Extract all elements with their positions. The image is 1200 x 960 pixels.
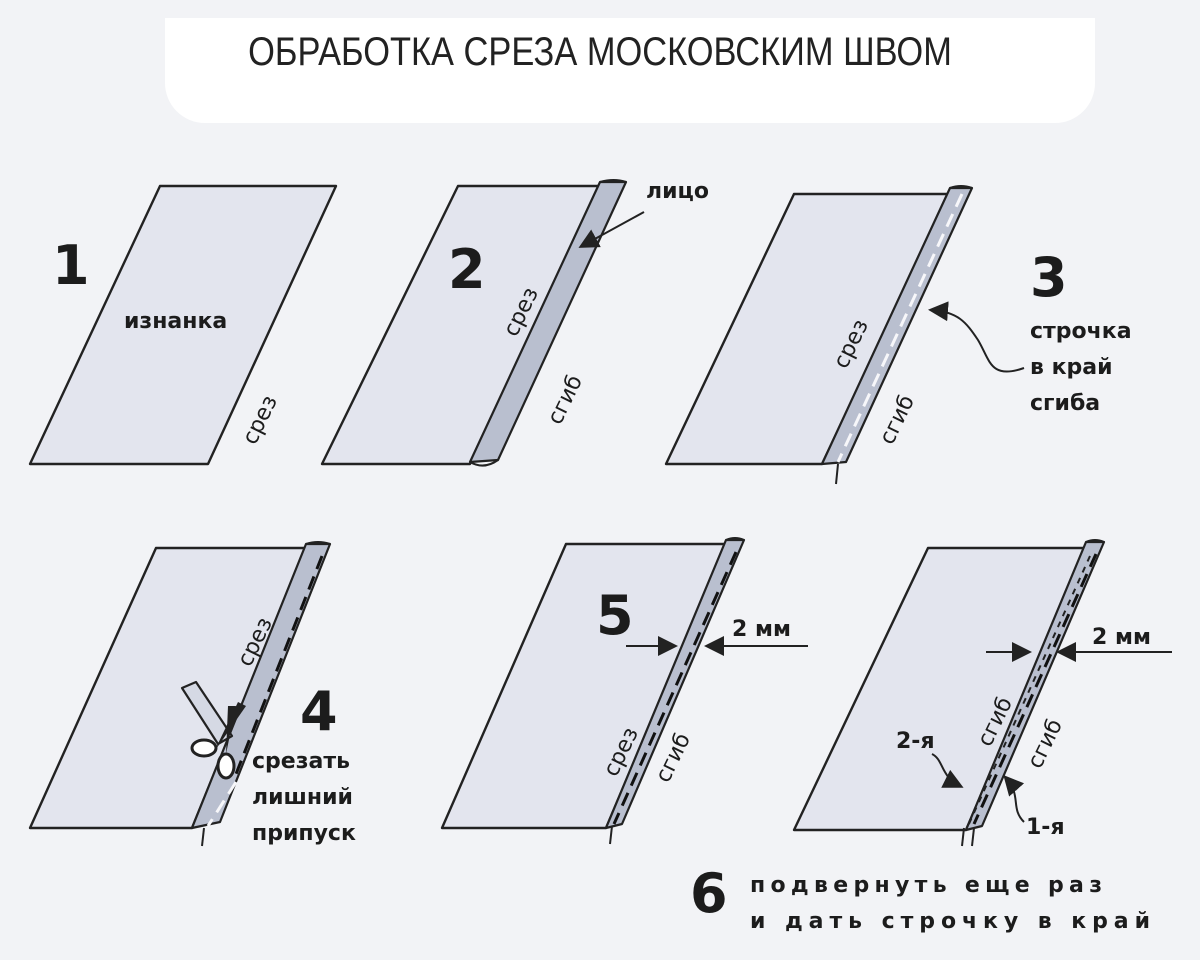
label-fold: сгиб <box>543 371 588 428</box>
step-number: 5 <box>596 584 634 647</box>
thread-end <box>961 827 965 847</box>
label-distance: 2 мм <box>732 617 791 642</box>
step-number: 6 <box>690 862 728 925</box>
label-distance: 2 мм <box>1092 625 1151 650</box>
stitch-line <box>836 193 964 463</box>
fabric-panel <box>440 542 728 830</box>
label-first-stitch: 1-я <box>1026 815 1065 840</box>
label-fold: сгиб <box>1023 715 1068 772</box>
stitch-line <box>234 555 324 775</box>
caption-line: припуск <box>252 821 356 846</box>
stitch-line-lower <box>206 781 238 827</box>
hem-curl <box>725 537 745 541</box>
hem-curl <box>1085 539 1105 543</box>
caption-line: строчка <box>1030 319 1132 344</box>
hem-curl <box>469 179 627 467</box>
label-right-side: лицо <box>646 179 709 204</box>
title-background <box>165 18 1095 123</box>
step-5: 2 мм 5 срез сгиб <box>440 537 808 845</box>
cut-allowance-strip <box>180 680 234 746</box>
stitch-pointer-arrow <box>928 301 1025 373</box>
caption-line: в край <box>1030 355 1113 380</box>
caption-line: и дать строчку в край <box>750 909 1150 934</box>
fabric-panel <box>28 184 338 466</box>
step-number: 1 <box>52 234 90 297</box>
step-2: 2 срез сгиб лицо <box>320 179 709 467</box>
label-raw-edge: срез <box>238 392 283 449</box>
caption-line: лишний <box>252 785 353 810</box>
caption-line: сгиба <box>1030 391 1100 416</box>
label-wrong-side: изнанка <box>124 309 227 334</box>
hem-curl <box>305 541 331 545</box>
stitch-line-second <box>967 555 1091 827</box>
scissors-icon <box>190 702 246 780</box>
page-title: ОБРАБОТКА СРЕЗА МОСКОВСКИМ ШВОМ <box>248 30 952 74</box>
step-4: срез 4 срезать лишний припуск <box>28 541 356 847</box>
step-number: 4 <box>300 680 338 743</box>
step-6: 2 мм сгиб сгиб 2-я 1-я 6 подвернуть еще … <box>690 539 1172 934</box>
second-stitch-arrow <box>931 753 964 788</box>
thread-end <box>971 827 975 847</box>
caption-line: срезать <box>252 749 350 774</box>
label-second-stitch: 2-я <box>896 729 935 754</box>
label-fold: сгиб <box>875 391 920 448</box>
thread-end <box>835 463 839 485</box>
step-number: 3 <box>1030 246 1068 309</box>
fabric-panel <box>320 184 602 466</box>
thread-end <box>201 827 205 847</box>
step-number: 2 <box>448 238 486 301</box>
fabric-panel <box>792 546 1088 832</box>
thread-end <box>609 825 613 845</box>
first-stitch-arrow <box>1003 775 1025 823</box>
hem-curl <box>949 185 973 189</box>
folded-hem <box>604 538 746 830</box>
caption-line: подвернуть еще раз <box>750 873 1102 898</box>
stitch-line <box>612 551 738 825</box>
stitch-line-first <box>972 553 1098 825</box>
step-3: 3 срез сгиб строчка в край сгиба <box>664 185 1132 485</box>
right-side-arrow <box>578 211 645 248</box>
step-1: 1 изнанка срез <box>28 184 338 466</box>
